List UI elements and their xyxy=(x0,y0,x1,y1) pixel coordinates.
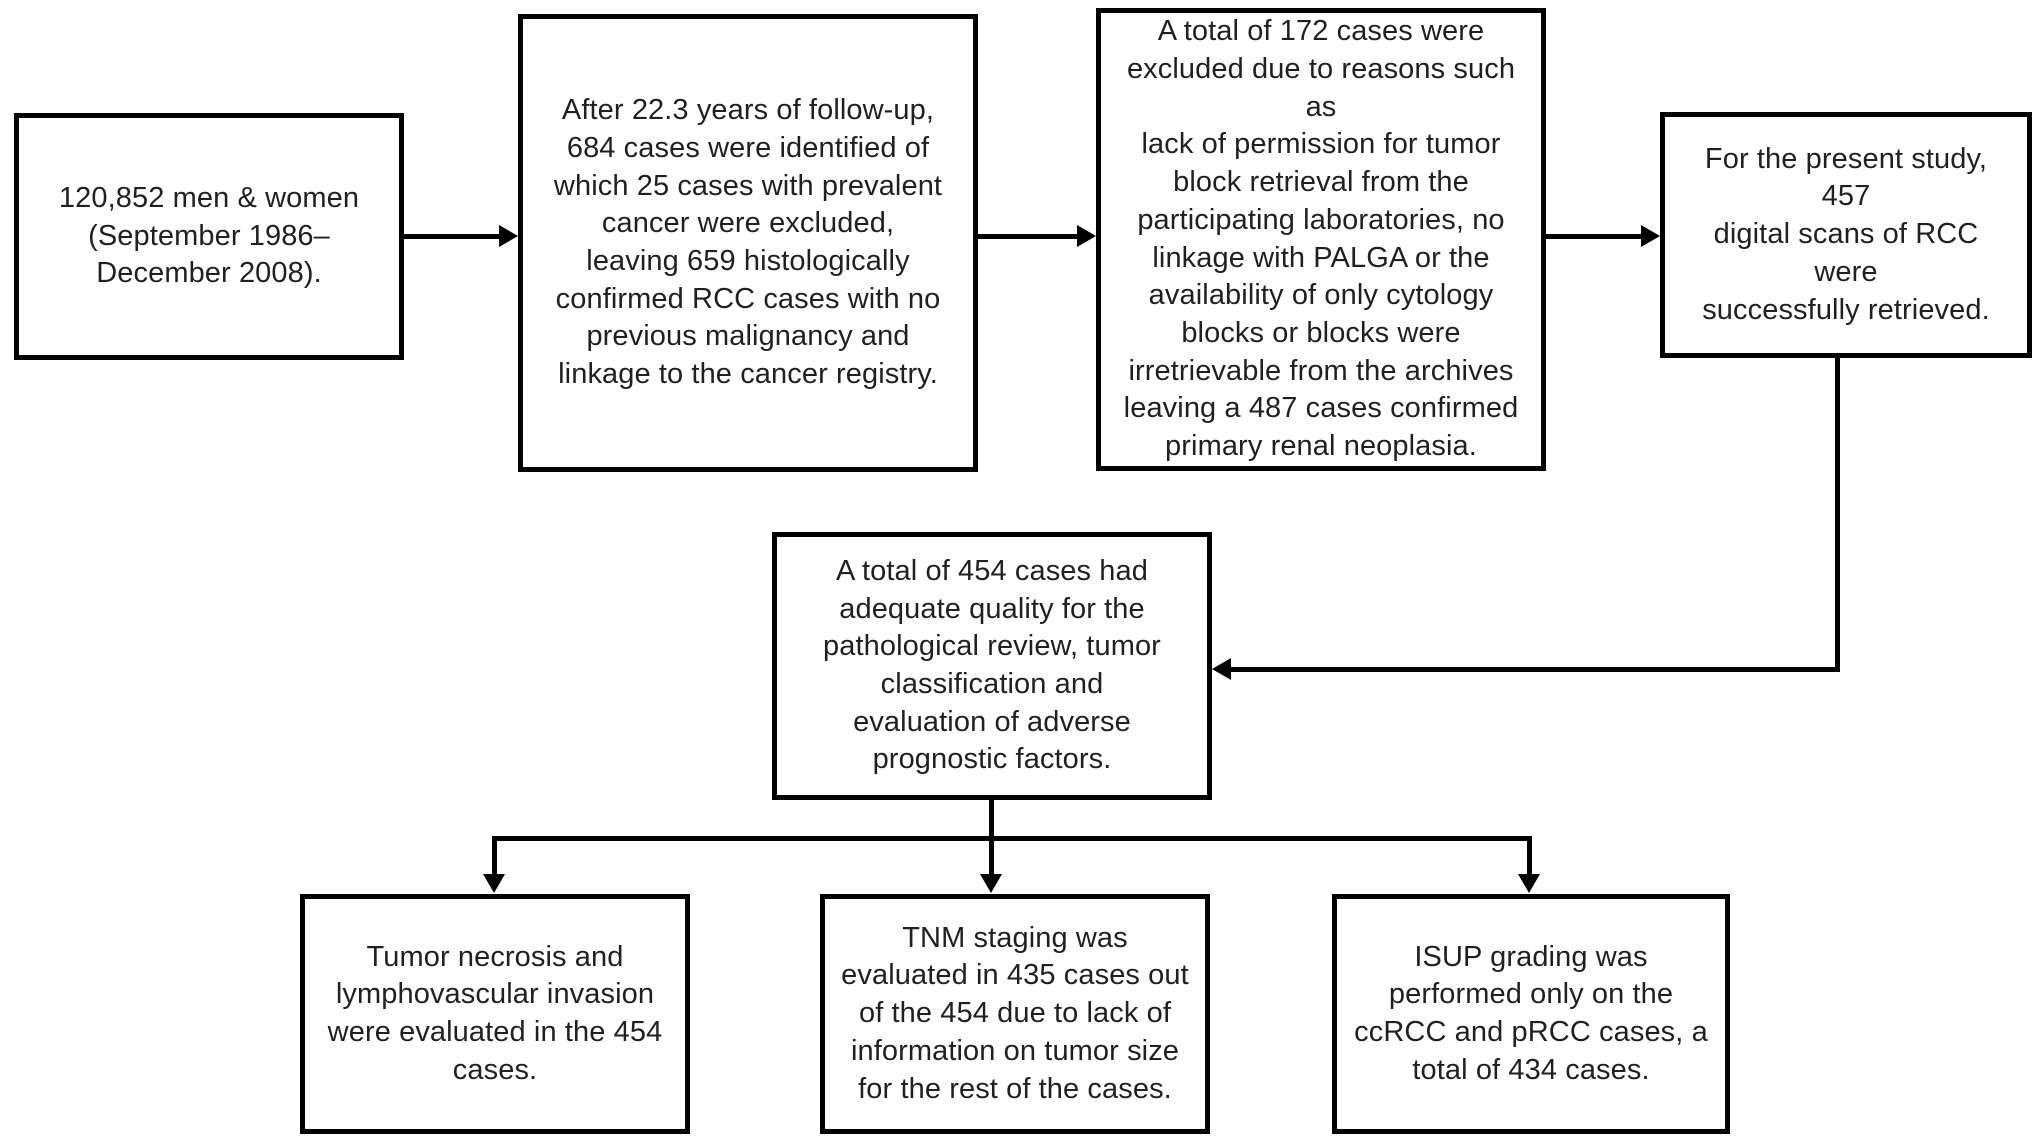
connector-quality-to-necrosis-vertical xyxy=(492,836,497,876)
connector-scans-to-quality-vertical xyxy=(1835,356,1840,672)
digital-scans-box[interactable]: For the present study, 457 digital scans… xyxy=(1660,112,2032,358)
digital-scans-box-label: For the present study, 457 digital scans… xyxy=(1702,142,1990,326)
cohort-box-label: 120,852 men & women (September 1986– Dec… xyxy=(58,181,360,290)
connector-cohort-to-followup-line xyxy=(404,234,500,239)
followup-box[interactable]: After 22.3 years of follow-up, 684 cases… xyxy=(518,14,978,472)
connector-quality-stem xyxy=(989,798,994,840)
connector-scans-to-quality-arrowhead xyxy=(1212,658,1231,680)
tnm-staging-box[interactable]: TNM staging was evaluated in 435 cases o… xyxy=(820,894,1210,1134)
adequate-quality-box-label: A total of 454 cases had adequate qualit… xyxy=(823,554,1161,776)
isup-grading-box[interactable]: ISUP grading was performed only on the c… xyxy=(1332,894,1730,1134)
isup-grading-box-label: ISUP grading was performed only on the c… xyxy=(1354,940,1708,1086)
connector-cohort-to-followup-arrowhead xyxy=(499,225,518,247)
excluded-cases-box[interactable]: A total of 172 cases were excluded due t… xyxy=(1096,8,1546,471)
connector-quality-bus xyxy=(492,836,1532,841)
connector-quality-to-tnm-vertical xyxy=(989,836,994,876)
connector-quality-to-tnm-arrowhead xyxy=(980,874,1002,893)
adequate-quality-box[interactable]: A total of 454 cases had adequate qualit… xyxy=(772,532,1212,800)
tumor-necrosis-box-label: Tumor necrosis and lymphovascular invasi… xyxy=(327,940,663,1086)
connector-excluded-to-scans-line xyxy=(1546,234,1642,239)
tumor-necrosis-box[interactable]: Tumor necrosis and lymphovascular invasi… xyxy=(300,894,690,1134)
connector-followup-to-excluded-arrowhead xyxy=(1077,225,1096,247)
connector-followup-to-excluded-line xyxy=(978,234,1078,239)
connector-quality-to-isup-arrowhead xyxy=(1518,874,1540,893)
cohort-box[interactable]: 120,852 men & women (September 1986– Dec… xyxy=(14,113,404,360)
excluded-cases-box-label: A total of 172 cases were excluded due t… xyxy=(1123,15,1519,462)
connector-quality-to-necrosis-arrowhead xyxy=(483,874,505,893)
connector-scans-to-quality-horizontal xyxy=(1231,667,1840,672)
followup-box-label: After 22.3 years of follow-up, 684 cases… xyxy=(553,94,943,391)
connector-quality-to-isup-vertical xyxy=(1527,836,1532,876)
connector-excluded-to-scans-arrowhead xyxy=(1641,225,1660,247)
tnm-staging-box-label: TNM staging was evaluated in 435 cases o… xyxy=(841,921,1189,1105)
